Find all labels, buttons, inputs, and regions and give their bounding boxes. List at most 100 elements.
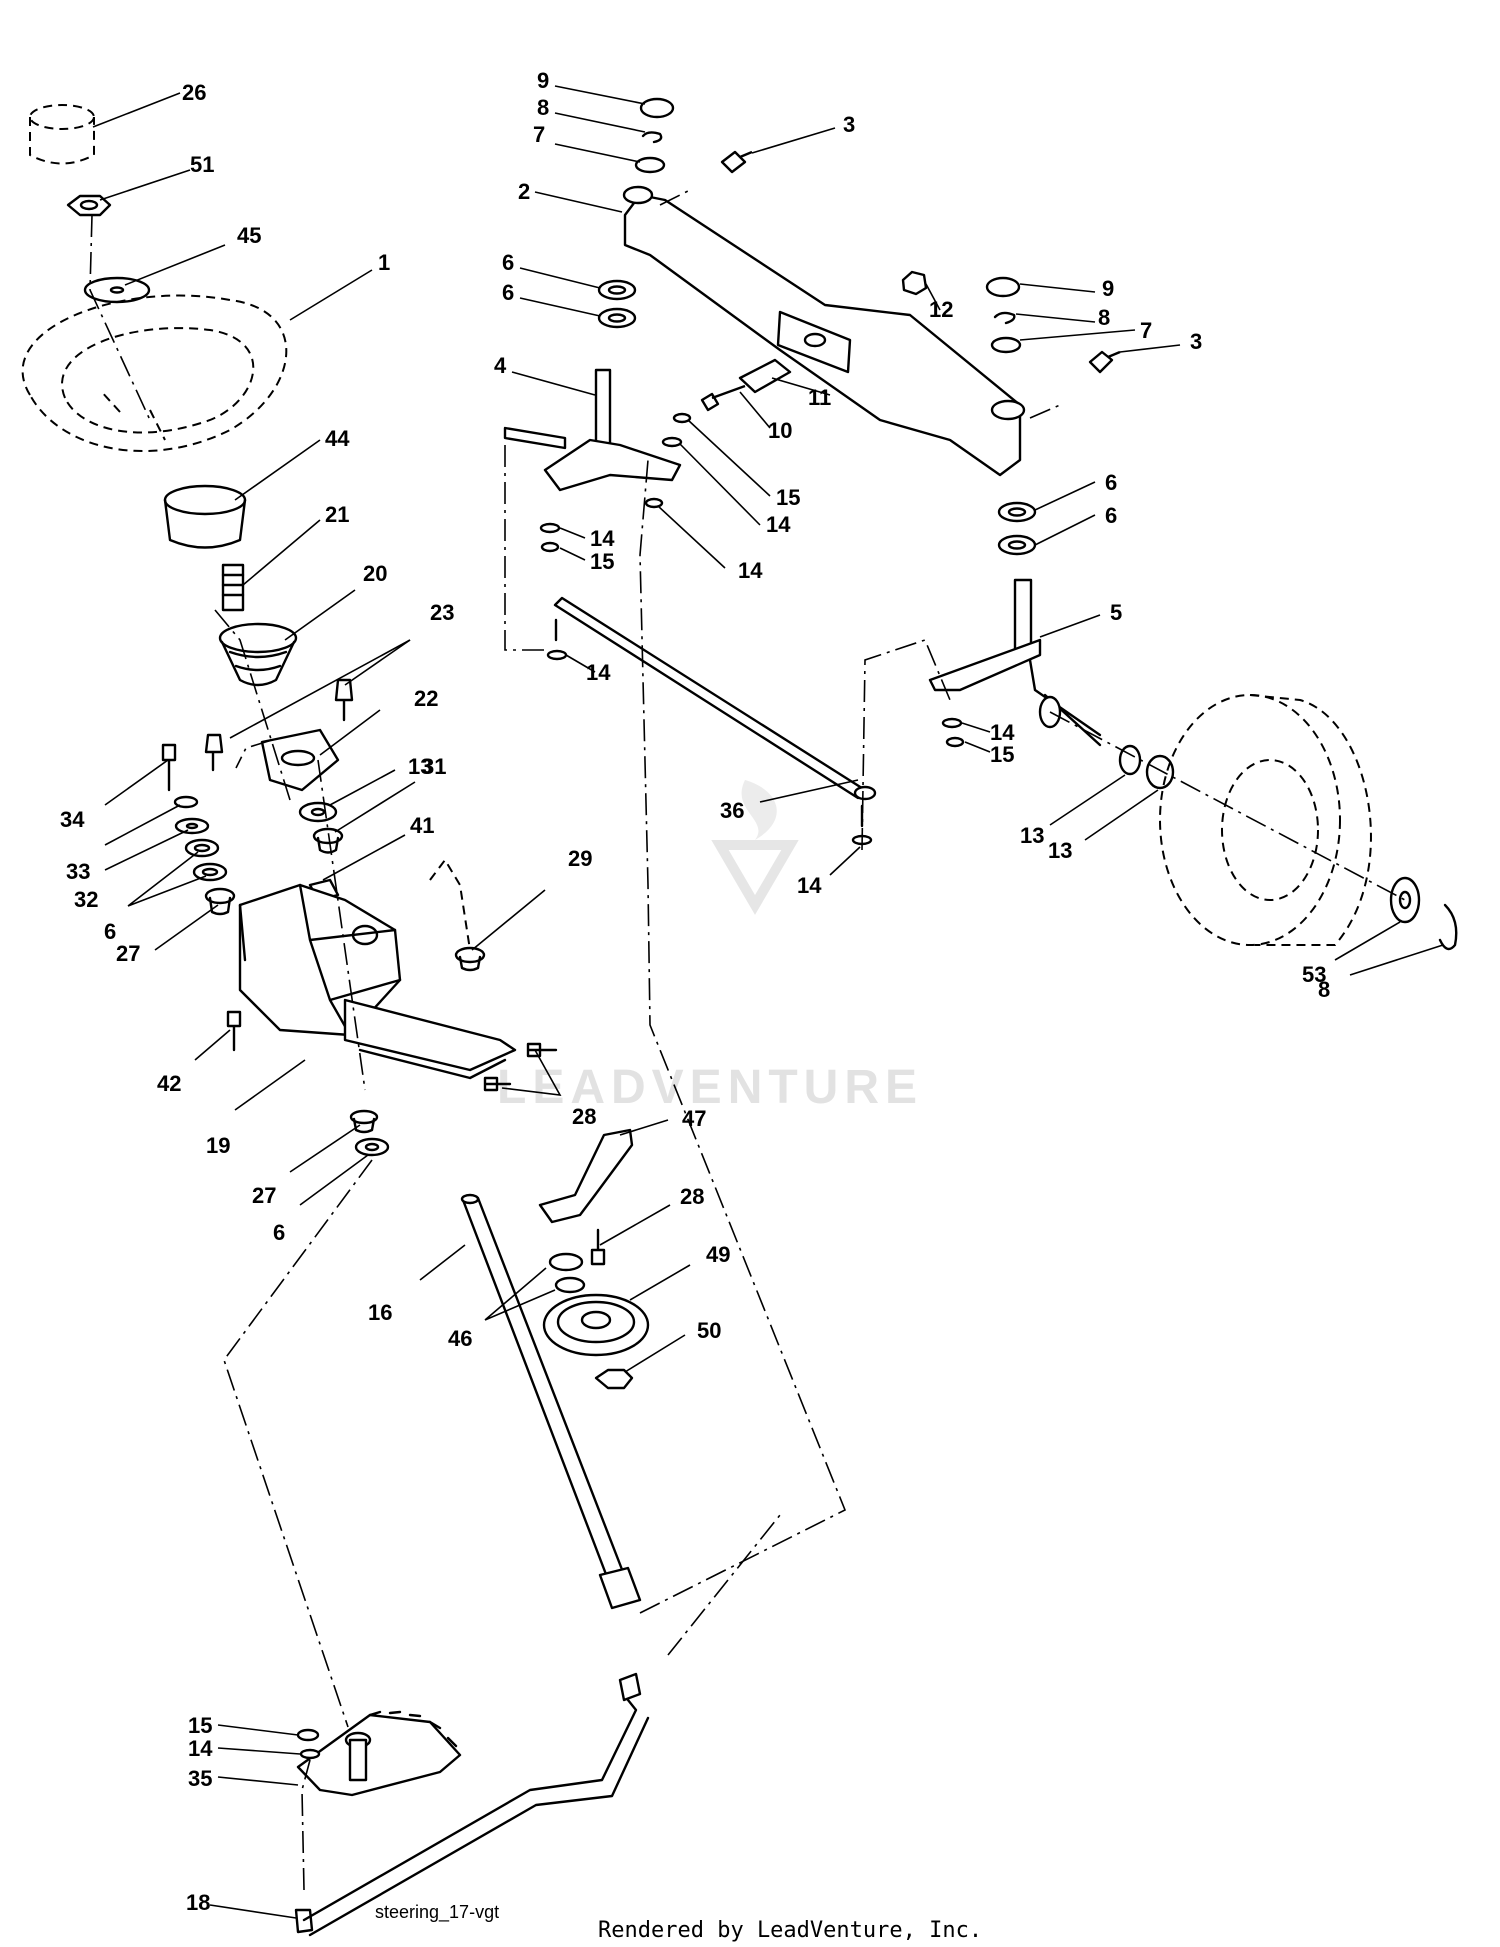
callout-12: 12 <box>929 297 953 322</box>
callout-16: 16 <box>368 1300 392 1325</box>
bushing-6-lower <box>354 1137 390 1157</box>
callout-6-left: 6 <box>104 919 116 944</box>
callout-3-left: 3 <box>843 112 855 137</box>
watermark: LEADVENTURE <box>497 780 923 1114</box>
callout-23: 23 <box>430 600 454 625</box>
grease-fitting-3-right <box>1088 350 1121 374</box>
washer-7-left <box>634 156 666 174</box>
nut-51 <box>66 194 112 217</box>
boot-20 <box>218 622 298 687</box>
cap-9-right <box>985 276 1021 298</box>
callout-51: 51 <box>190 152 214 177</box>
front-axle-2 <box>622 185 1026 477</box>
bolt-10 <box>700 384 746 412</box>
callout-29: 29 <box>568 846 592 871</box>
callout-26: 26 <box>182 80 206 105</box>
callout-31: 31 <box>422 754 446 779</box>
ring-8-left <box>641 131 663 144</box>
ring-8-right <box>993 311 1016 325</box>
callout-50: 50 <box>697 1318 721 1343</box>
callout-8-left: 8 <box>537 95 549 120</box>
callout-3-right: 3 <box>1190 329 1202 354</box>
callout-36: 36 <box>720 798 744 823</box>
callout-42: 42 <box>157 1071 181 1096</box>
callout-19: 19 <box>206 1133 230 1158</box>
callout-34: 34 <box>60 807 85 832</box>
drag-link-18 <box>294 1672 650 1937</box>
centerlines <box>89 189 1406 1891</box>
nut-15-gear <box>296 1728 321 1760</box>
bracket-47 <box>538 1128 634 1224</box>
washer-13 <box>298 801 338 823</box>
callout-45: 45 <box>237 223 261 248</box>
callout-11: 11 <box>808 385 831 410</box>
callout-leaders <box>92 85 1444 1919</box>
callout-9-left: 9 <box>537 68 549 93</box>
nut-12 <box>901 270 928 296</box>
callout-14-lower: 14 <box>738 558 763 583</box>
callout-15-spindle: 15 <box>776 485 800 510</box>
callout-15-near: 15 <box>590 549 614 574</box>
callout-13-left: 13 <box>408 754 432 779</box>
callout-27-upper: 27 <box>116 941 140 966</box>
callout-21: 21 <box>325 502 349 527</box>
bushing-44 <box>163 484 247 549</box>
washers-15-14 <box>539 412 692 553</box>
callout-7-right: 7 <box>1140 318 1152 343</box>
callout-49: 49 <box>706 1242 730 1267</box>
bushings-6-axle-left <box>597 279 637 329</box>
callout-6-spindle-a: 6 <box>1105 470 1117 495</box>
bolt-42 <box>226 1010 242 1052</box>
callout-27-lower: 27 <box>252 1183 276 1208</box>
lockwasher-33 <box>173 795 199 809</box>
callout-28-support: 28 <box>572 1104 596 1129</box>
callout-41: 41 <box>410 813 434 838</box>
callout-1: 1 <box>378 250 390 275</box>
callout-labels: 26 51 45 1 44 21 20 23 22 13 31 34 33 32… <box>60 68 1330 1915</box>
callout-47: 47 <box>682 1106 706 1131</box>
wheel-tire <box>1159 694 1372 946</box>
washer-53 <box>1389 876 1421 924</box>
bolt-34 <box>161 743 177 792</box>
callout-6-axle-b: 6 <box>502 280 514 305</box>
bolts-23 <box>204 678 354 772</box>
callout-14-gear: 14 <box>188 1736 213 1761</box>
callout-13-wheel-a: 13 <box>1020 823 1044 848</box>
callout-35: 35 <box>188 1766 212 1791</box>
callout-14-tie-left: 14 <box>586 660 611 685</box>
callout-53: 53 <box>1302 962 1326 987</box>
steering-wheel-1 <box>21 294 288 453</box>
idler-pulley-49 <box>542 1293 650 1357</box>
grease-fitting-3-left <box>720 150 753 174</box>
washers-14-15-right <box>941 717 965 748</box>
callout-18: 18 <box>186 1890 210 1915</box>
diagram-caption: steering_17-vgt <box>375 1902 499 1923</box>
callout-14-spindle: 14 <box>766 512 791 537</box>
bushing-31 <box>312 827 344 854</box>
gear-21 <box>221 563 245 612</box>
cap-26 <box>29 104 95 165</box>
callout-10: 10 <box>768 418 792 443</box>
bushings-6-axle-right <box>997 501 1037 556</box>
callout-20: 20 <box>363 561 387 586</box>
callout-14-near: 14 <box>590 526 615 551</box>
callout-13-wheel-b: 13 <box>1048 838 1072 863</box>
bushings-6-left <box>184 838 228 882</box>
spacer-46 <box>548 1252 586 1294</box>
washer-32 <box>174 817 210 835</box>
bushing-29 <box>454 946 486 972</box>
callout-6-lower: 6 <box>273 1220 285 1245</box>
bolts-28 <box>483 1042 558 1092</box>
washer-7-right <box>990 336 1022 354</box>
callout-4: 4 <box>494 353 507 378</box>
callout-15-gear: 15 <box>188 1713 212 1738</box>
callout-7-left: 7 <box>533 122 545 147</box>
spacer-11 <box>738 358 792 394</box>
render-credit: Rendered by LeadVenture, Inc. <box>598 1918 982 1943</box>
watermark-text: LEADVENTURE <box>497 1061 923 1114</box>
callout-9-right: 9 <box>1102 276 1114 301</box>
callout-15-right: 15 <box>990 742 1014 767</box>
callout-6-axle-a: 6 <box>502 250 514 275</box>
callout-33: 33 <box>66 859 90 884</box>
